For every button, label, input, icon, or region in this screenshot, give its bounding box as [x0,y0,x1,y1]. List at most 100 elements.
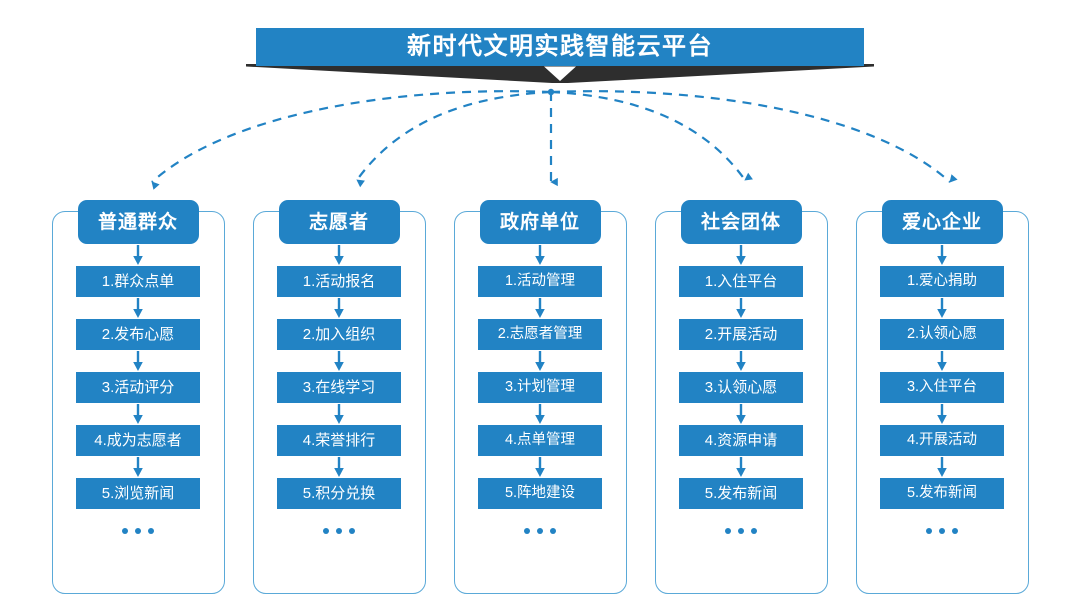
step-item[interactable]: 4.资源申请 [679,425,803,456]
step-item[interactable]: 3.入住平台 [880,372,1004,403]
step-down-arrow-icon [736,298,746,318]
step-label: 5.发布新闻 [906,485,978,502]
step-item[interactable]: 3.认领心愿 [679,372,803,403]
step-down-arrow-icon [133,404,143,424]
step-down-arrow-icon [334,351,344,371]
step-label: 1.活动管理 [504,273,576,290]
step-item[interactable]: 4.成为志愿者 [76,425,200,456]
column-header-3[interactable]: 政府单位 [479,200,601,244]
step-label: 3.计划管理 [504,379,576,396]
step-item[interactable]: 2.开展活动 [679,319,803,350]
connector-to-column-4 [550,90,753,181]
step-item[interactable]: 5.发布新闻 [880,478,1004,509]
step-item[interactable]: 1.活动管理 [478,266,602,297]
role-column-志愿者: 志愿者 1.活动报名 2.加入组织 3.在线学习 4.荣誉排行 5.积分兑换 [252,200,426,594]
step-down-arrow-icon [736,351,746,371]
step-item[interactable]: 4.荣誉排行 [277,425,401,456]
connector-to-column-1 [151,90,552,190]
step-down-arrow-icon [937,245,947,265]
column-header-label: 普通群众 [97,211,178,233]
connector-to-column-2 [356,90,552,188]
step-label: 4.点单管理 [504,432,576,449]
column-steps: 1.入住平台 2.开展活动 3.认领心愿 4.资源申请 5.发布新闻 [655,244,828,594]
column-header-5[interactable]: 爱心企业 [881,200,1003,244]
step-item[interactable]: 1.爱心捐助 [880,266,1004,297]
role-column-爱心企业: 爱心企业 1.爱心捐助 2.认领心愿 3.入住平台 4.开展活动 5.发布新闻 [855,200,1029,594]
step-item[interactable]: 5.浏览新闻 [76,478,200,509]
more-items-ellipsis [926,528,958,534]
more-items-ellipsis [122,528,154,534]
column-steps: 1.群众点单 2.发布心愿 3.活动评分 4.成为志愿者 5.浏览新闻 [52,244,225,594]
title-banner-shadow-wedge [246,64,874,83]
step-down-arrow-icon [133,457,143,477]
step-down-arrow-icon [937,457,947,477]
step-item[interactable]: 2.加入组织 [277,319,401,350]
step-item[interactable]: 3.在线学习 [277,372,401,403]
step-label: 5.积分兑换 [302,485,376,502]
step-label: 1.入住平台 [704,273,778,290]
step-item[interactable]: 2.认领心愿 [880,319,1004,350]
more-items-ellipsis [725,528,757,534]
step-label: 3.认领心愿 [704,379,778,396]
step-label: 1.爱心捐助 [906,273,978,290]
step-item[interactable]: 1.入住平台 [679,266,803,297]
role-column-普通群众: 普通群众 1.群众点单 2.发布心愿 3.活动评分 4.成为志愿者 5.浏览新闻 [51,200,225,594]
more-items-ellipsis [323,528,355,534]
step-label: 1.活动报名 [302,273,376,290]
step-down-arrow-icon [334,404,344,424]
step-label: 5.浏览新闻 [101,485,175,502]
column-header-4[interactable]: 社会团体 [680,200,802,244]
step-item[interactable]: 3.活动评分 [76,372,200,403]
step-down-arrow-icon [937,351,947,371]
step-item[interactable]: 4.开展活动 [880,425,1004,456]
column-steps: 1.活动管理 2.志愿者管理 3.计划管理 4.点单管理 5.阵地建设 [454,244,627,594]
step-down-arrow-icon [133,245,143,265]
step-item[interactable]: 1.群众点单 [76,266,200,297]
step-down-arrow-icon [736,245,746,265]
step-label: 2.发布心愿 [101,326,175,343]
step-down-arrow-icon [937,298,947,318]
column-header-2[interactable]: 志愿者 [278,200,400,244]
step-item[interactable]: 4.点单管理 [478,425,602,456]
step-label: 2.加入组织 [302,326,376,343]
column-header-1[interactable]: 普通群众 [77,200,199,244]
step-label: 3.在线学习 [302,379,376,396]
step-down-arrow-icon [937,404,947,424]
step-down-arrow-icon [535,404,545,424]
connector-hub [547,88,555,96]
step-item[interactable]: 2.发布心愿 [76,319,200,350]
step-down-arrow-icon [736,457,746,477]
column-header-label: 爱心企业 [901,211,982,233]
step-down-arrow-icon [334,245,344,265]
step-down-arrow-icon [535,298,545,318]
page-title: 新时代文明实践智能云平台 [407,33,713,60]
step-label: 4.成为志愿者 [94,432,182,449]
more-items-ellipsis [524,528,556,534]
step-label: 3.入住平台 [906,379,978,396]
step-down-arrow-icon [535,457,545,477]
step-label: 4.荣誉排行 [302,432,376,449]
step-down-arrow-icon [736,404,746,424]
column-steps: 1.爱心捐助 2.认领心愿 3.入住平台 4.开展活动 5.发布新闻 [856,244,1029,594]
step-item[interactable]: 5.发布新闻 [679,478,803,509]
step-item[interactable]: 3.计划管理 [478,372,602,403]
step-item[interactable]: 2.志愿者管理 [478,319,602,350]
column-header-label: 政府单位 [499,211,580,233]
role-column-政府单位: 政府单位 1.活动管理 2.志愿者管理 3.计划管理 4.点单管理 5.阵地建设 [453,200,627,594]
platform-title-banner: 新时代文明实践智能云平台 [256,28,864,66]
connector-to-column-5 [550,90,958,183]
step-down-arrow-icon [133,298,143,318]
step-label: 4.开展活动 [906,432,978,449]
step-down-arrow-icon [535,245,545,265]
column-header-label: 社会团体 [700,211,781,233]
step-down-arrow-icon [535,351,545,371]
step-item[interactable]: 5.积分兑换 [277,478,401,509]
column-header-label: 志愿者 [308,211,369,233]
step-label: 2.志愿者管理 [497,326,583,343]
step-item[interactable]: 5.阵地建设 [478,478,602,509]
role-column-社会团体: 社会团体 1.入住平台 2.开展活动 3.认领心愿 4.资源申请 5.发布新闻 [654,200,828,594]
role-columns-container: 普通群众 1.群众点单 2.发布心愿 3.活动评分 4.成为志愿者 5.浏览新闻… [0,200,1080,600]
step-item[interactable]: 1.活动报名 [277,266,401,297]
step-label: 5.阵地建设 [504,485,576,502]
column-steps: 1.活动报名 2.加入组织 3.在线学习 4.荣誉排行 5.积分兑换 [253,244,426,594]
